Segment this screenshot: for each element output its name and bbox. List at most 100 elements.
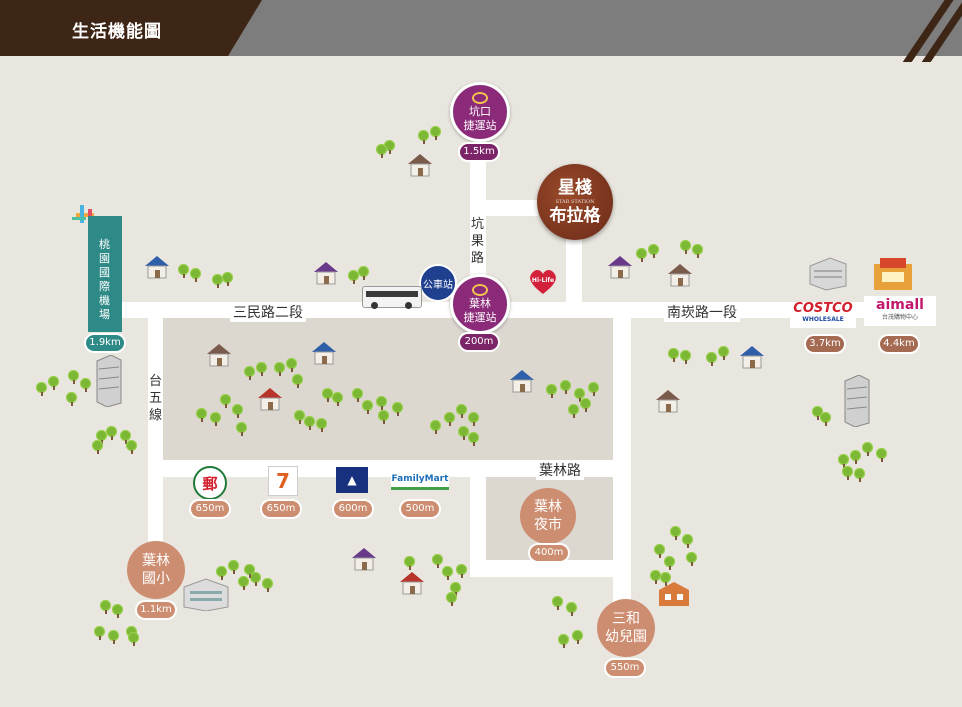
house-icon	[310, 340, 338, 366]
mall-building-icon	[806, 256, 848, 292]
house-icon	[350, 546, 378, 572]
tree-icon	[190, 268, 201, 282]
tree-icon	[262, 578, 273, 592]
tree-icon	[236, 422, 247, 436]
kengkou-label-2: 捷運站	[463, 118, 497, 132]
seven-eleven-logo: 7	[268, 466, 298, 496]
house-icon	[666, 262, 694, 288]
tree-icon	[850, 450, 861, 464]
tree-icon	[292, 374, 303, 388]
tree-icon	[636, 248, 647, 262]
house-icon	[312, 260, 340, 286]
pxmart-distance: 600m	[334, 501, 372, 517]
tree-icon	[838, 454, 849, 468]
tree-icon	[442, 566, 453, 580]
costco-sub: WHOLESALE	[802, 316, 844, 323]
tree-icon	[112, 604, 123, 618]
tree-icon	[196, 408, 207, 422]
tree-icon	[670, 526, 681, 540]
costco-logo: COSTCO WHOLESALE	[790, 302, 856, 328]
house-icon	[606, 254, 634, 280]
tree-icon	[456, 564, 467, 578]
tree-icon	[546, 384, 557, 398]
tree-icon	[304, 416, 315, 430]
yelin-distance: 200m	[460, 334, 498, 350]
tree-icon	[430, 126, 441, 140]
mrt-logo-icon	[472, 91, 488, 104]
tree-icon	[256, 362, 267, 376]
road-kengguo-branch	[486, 200, 538, 216]
project-name-1: 星棧	[558, 178, 592, 198]
tree-icon	[706, 352, 717, 366]
tree-icon	[68, 370, 79, 384]
tree-icon	[854, 468, 865, 482]
tree-icon	[468, 432, 479, 446]
tree-icon	[232, 404, 243, 418]
tree-icon	[376, 396, 387, 410]
airport-banner: 桃園國際機場	[88, 216, 122, 332]
house-icon	[205, 342, 233, 368]
kengkou-label-1: 坑口	[469, 104, 491, 118]
tree-icon	[404, 556, 415, 570]
tree-icon	[876, 448, 887, 462]
kindergarten-building-icon	[655, 578, 693, 608]
tree-icon	[660, 572, 671, 586]
tree-icon	[392, 402, 403, 416]
road-label-taiwu: 台五線	[148, 373, 163, 424]
pxmart-logo: ▲	[336, 467, 368, 493]
tree-icon	[648, 244, 659, 258]
tree-icon	[718, 346, 729, 360]
night-market-distance: 400m	[530, 545, 568, 561]
house-icon	[256, 386, 284, 412]
road-label-yelin: 葉林路	[536, 460, 584, 480]
taimall-logo: aimall 台茂購物中心	[864, 296, 936, 326]
tree-icon	[106, 426, 117, 440]
school-building-icon	[182, 575, 230, 612]
tree-icon	[362, 400, 373, 414]
road-label-nankan: 南崁路一段	[664, 302, 740, 322]
tree-icon	[552, 596, 563, 610]
school-label-1: 葉林	[142, 553, 170, 569]
tree-icon	[274, 362, 285, 376]
tree-icon	[316, 418, 327, 432]
sanhe-kindergarten: 三和幼兒園	[597, 599, 655, 657]
project-star-station-prague: 星棧 STAR STATION 布拉格	[537, 164, 613, 240]
taimall-building-icon	[870, 254, 916, 292]
house-icon	[406, 152, 434, 178]
seven-eleven-distance: 650m	[262, 501, 300, 517]
taimall-sub: 台茂購物中心	[881, 314, 918, 321]
airport-label: 桃園國際機場	[99, 238, 110, 321]
tree-icon	[692, 244, 703, 258]
tree-icon	[650, 570, 661, 584]
tree-icon	[48, 376, 59, 390]
bus-icon	[362, 286, 422, 309]
costco-logo-text: COSTCO	[793, 301, 853, 316]
tree-icon	[680, 240, 691, 254]
tree-icon	[432, 554, 443, 568]
tree-icon	[216, 566, 227, 580]
post-office-distance: 650m	[191, 501, 229, 517]
tree-icon	[210, 412, 221, 426]
tree-icon	[322, 388, 333, 402]
tree-icon	[588, 382, 599, 396]
kengkou-distance: 1.5km	[460, 144, 498, 160]
tree-icon	[126, 440, 137, 454]
tree-icon	[36, 382, 47, 396]
tree-icon	[222, 272, 233, 286]
tree-icon	[108, 630, 119, 644]
tree-icon	[572, 630, 583, 644]
tree-icon	[376, 144, 387, 158]
road-label-sanmin: 三民路二段	[230, 302, 306, 322]
tree-icon	[212, 274, 223, 288]
tree-icon	[862, 442, 873, 456]
project-name-2: 布拉格	[549, 206, 601, 226]
tree-icon	[348, 270, 359, 284]
tree-icon	[384, 140, 395, 154]
tree-icon	[286, 358, 297, 372]
tree-icon	[682, 534, 693, 548]
tree-icon	[444, 412, 455, 426]
house-icon	[654, 388, 682, 414]
tree-icon	[244, 564, 255, 578]
yelin-label-1: 葉林	[469, 296, 491, 310]
night-market-label-2: 夜市	[534, 517, 562, 533]
